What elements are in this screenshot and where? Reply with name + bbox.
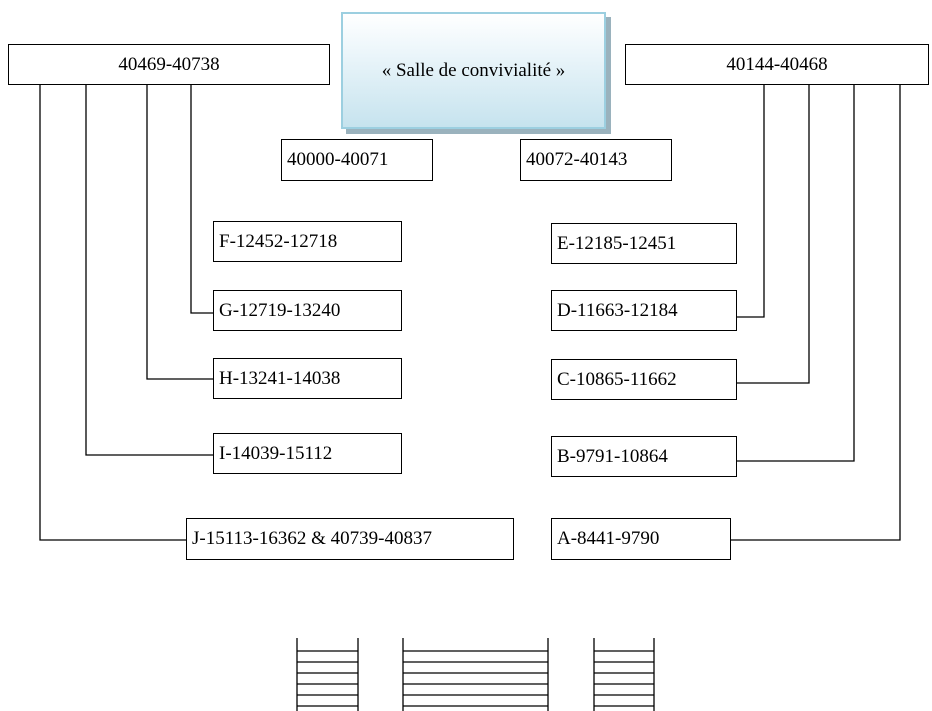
connector-right-header-to-b [737, 85, 855, 462]
connector-left-header-to-j [39, 85, 186, 541]
shelving-unit-center [402, 638, 549, 711]
connector-left-header-to-i [85, 85, 213, 456]
section-a: A-8441-9790 [551, 518, 731, 560]
connector-right-header-to-d [737, 85, 765, 318]
section-i: I-14039-15112 [213, 433, 402, 474]
front-left-range: 40000-40071 [281, 139, 433, 181]
section-g: G-12719-13240 [213, 290, 402, 331]
connector-right-header-to-a [731, 85, 901, 541]
connector-left-header-to-h [146, 85, 213, 380]
hall-box: « Salle de convivialité » [341, 12, 606, 129]
front-right-range: 40072-40143 [520, 139, 672, 181]
section-f: F-12452-12718 [213, 221, 402, 262]
right-header-range: 40144-40468 [625, 44, 929, 85]
connector-left-header-to-g [190, 85, 213, 314]
shelving-unit-left [296, 638, 359, 711]
section-b: B-9791-10864 [551, 436, 737, 477]
connector-right-header-to-c [737, 85, 810, 384]
section-e: E-12185-12451 [551, 223, 737, 264]
hall-label: « Salle de convivialité » [381, 59, 566, 81]
section-h: H-13241-14038 [213, 358, 402, 399]
section-c: C-10865-11662 [551, 359, 737, 400]
shelving-unit-right [593, 638, 655, 711]
section-d: D-11663-12184 [551, 290, 737, 331]
section-j: J-15113-16362 & 40739-40837 [186, 518, 514, 560]
left-header-range: 40469-40738 [8, 44, 330, 85]
